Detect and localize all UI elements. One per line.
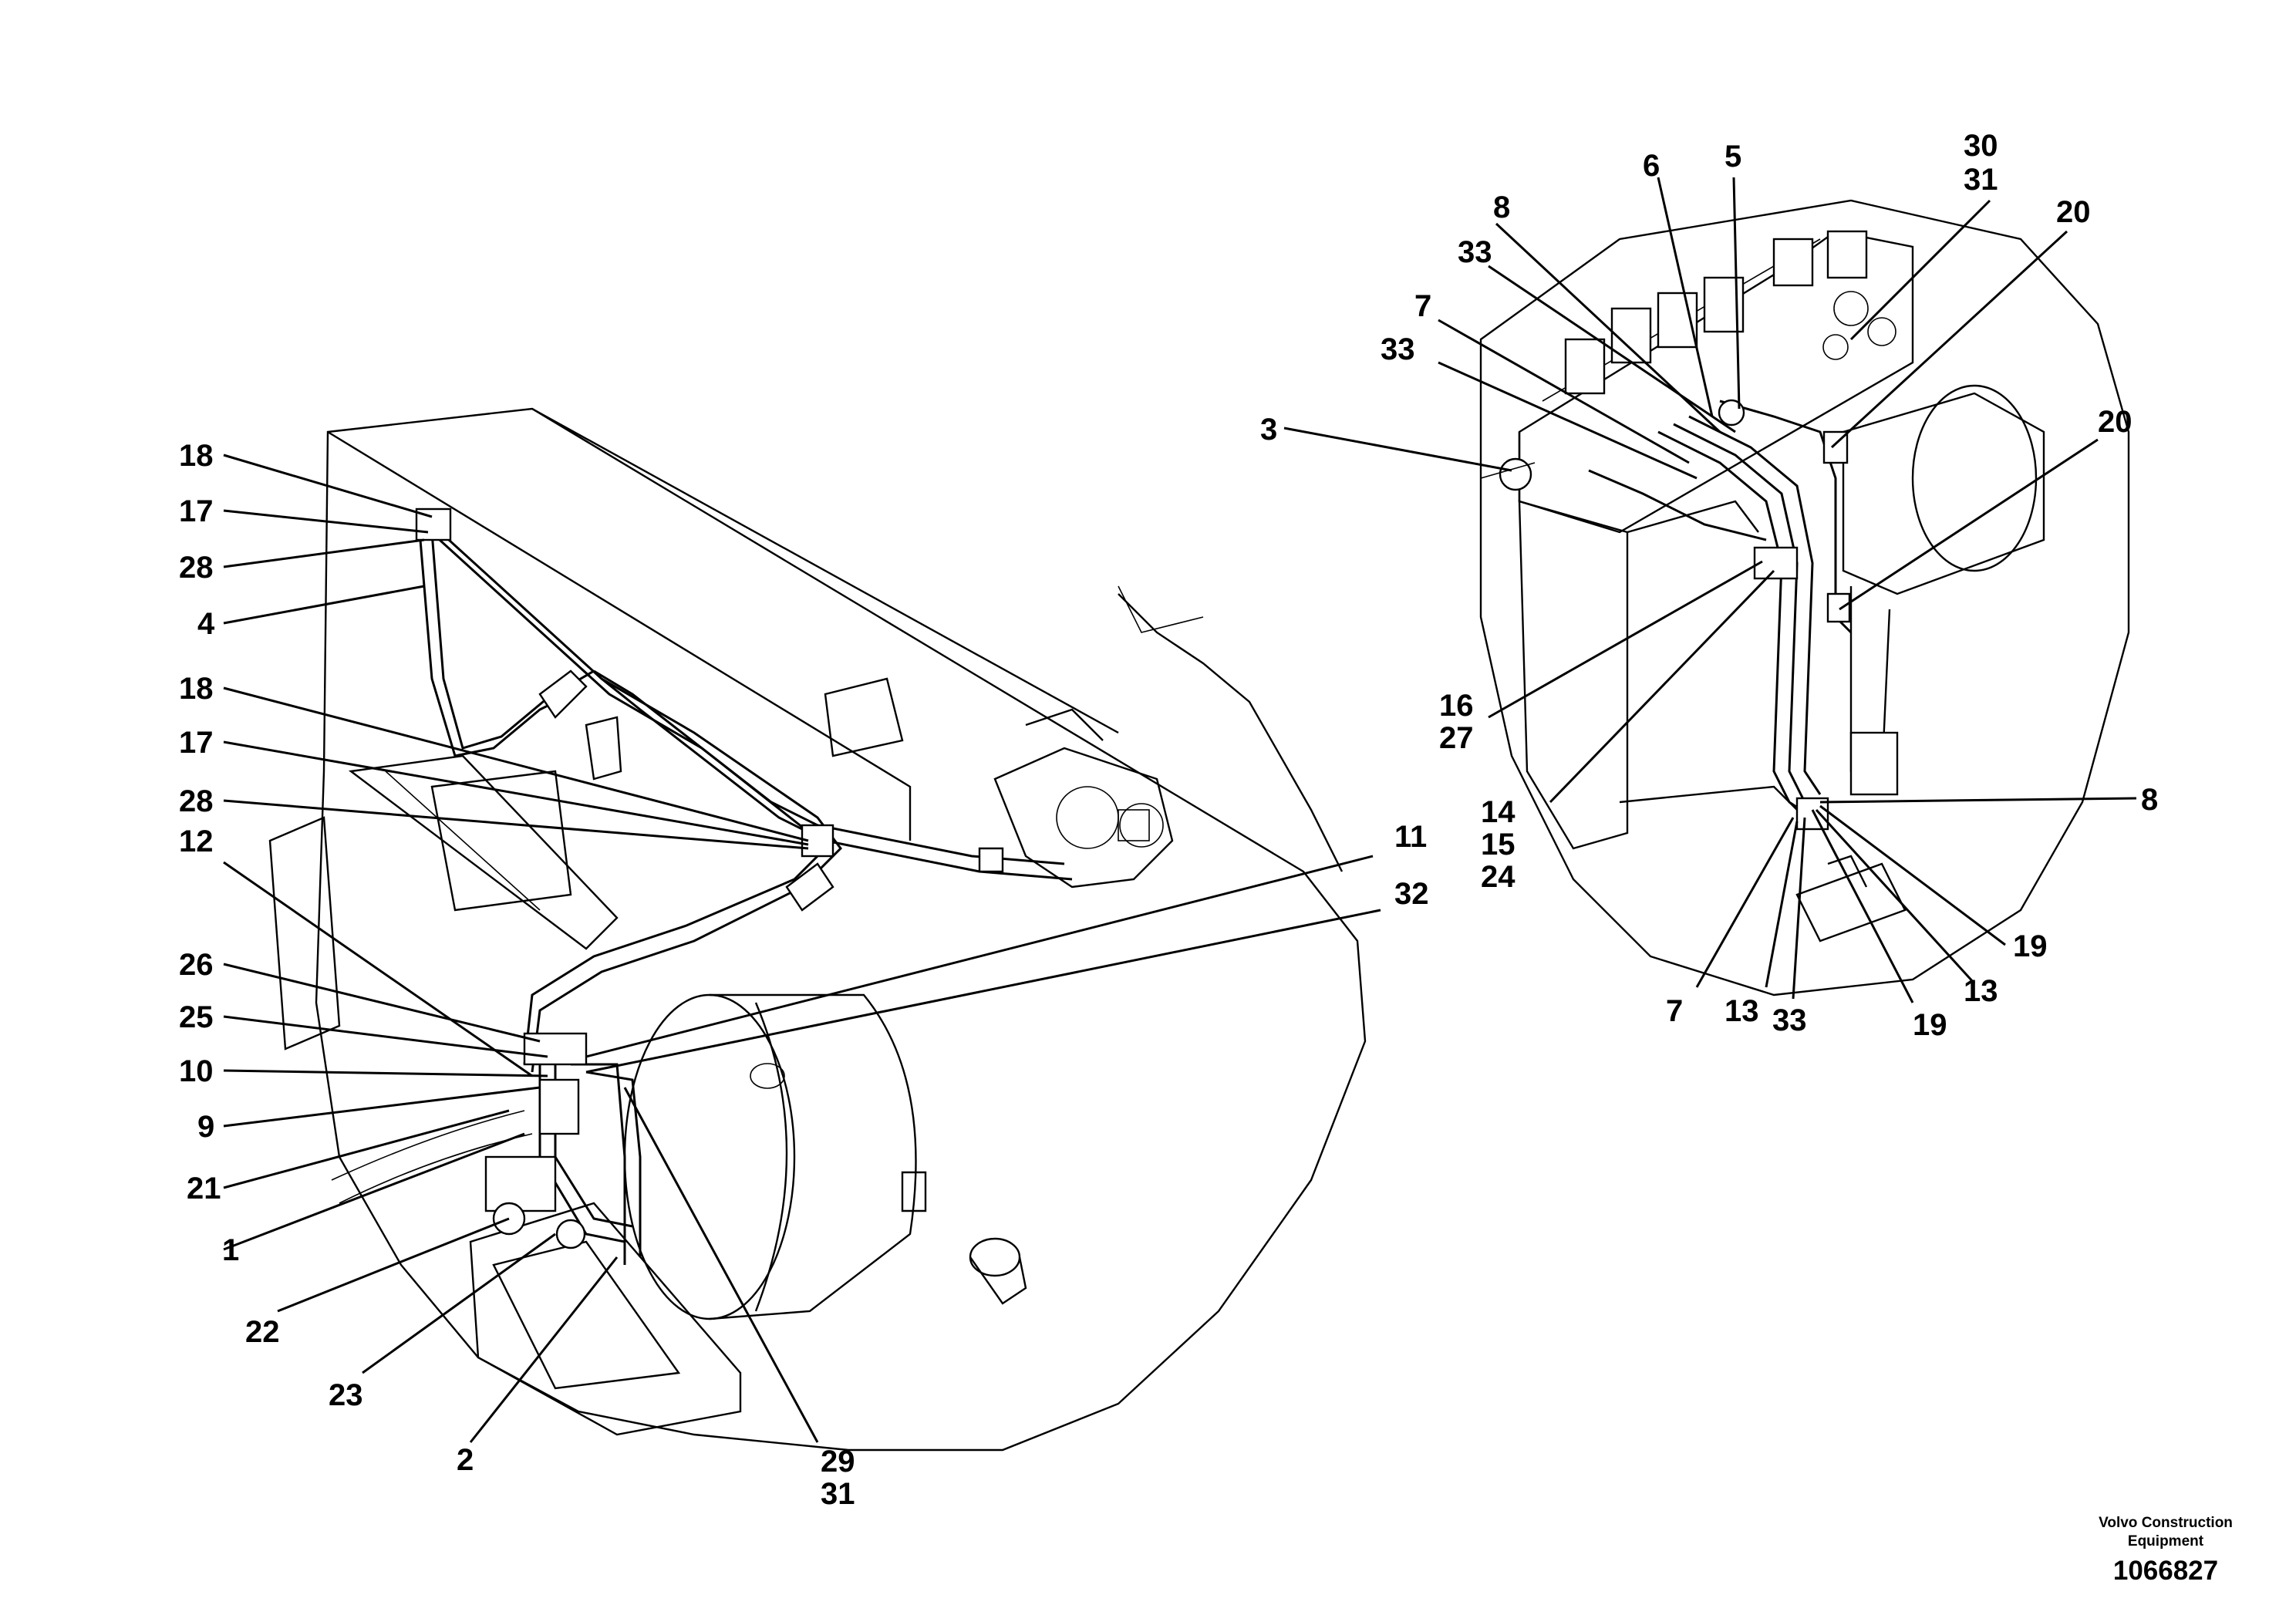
callout-label: 15 — [1481, 828, 1515, 862]
callout-label: 13 — [1725, 994, 1759, 1028]
callout-label: 29 — [821, 1445, 855, 1479]
callout-label: 20 — [2056, 195, 2091, 229]
callout-label: 4 — [197, 607, 215, 641]
callout-label: 12 — [179, 824, 214, 858]
brand-subtitle: Equipment — [2128, 1533, 2204, 1549]
callout-label: 2 — [457, 1443, 474, 1477]
callout-label: 3 — [1260, 413, 1277, 447]
callout-label: 17 — [179, 494, 214, 528]
drawing-number: 1066827 — [2113, 1556, 2218, 1586]
callout-label: 8 — [1493, 191, 1510, 224]
callout-label: 31 — [821, 1477, 855, 1511]
callout-label: 7 — [1414, 289, 1431, 323]
callout-label: 5 — [1725, 140, 1741, 174]
callout-label: 30 — [1964, 129, 1998, 163]
callout-label: 27 — [1439, 721, 1474, 755]
callout-label: 11 — [1394, 820, 1427, 854]
callout-label: 24 — [1481, 860, 1515, 894]
callout-label: 7 — [1666, 994, 1683, 1028]
callout-label: 13 — [1964, 974, 1998, 1008]
callout-label: 26 — [179, 948, 214, 982]
callout-label: 33 — [1381, 332, 1415, 366]
left-assembly-drawing — [268, 407, 1367, 1452]
callout-label: 31 — [1964, 163, 1998, 197]
callout-label: 22 — [245, 1315, 280, 1349]
title-block: Volvo Construction Equipment 1066827 — [2099, 1515, 2233, 1586]
callout-label: 20 — [2098, 405, 2132, 439]
callout-label: 17 — [179, 726, 214, 760]
left-callouts: 18 17 28 4 18 17 28 12 26 25 10 9 21 1 2… — [179, 439, 1429, 1511]
right-assembly-drawing — [1479, 199, 2130, 996]
leader-lines — [223, 177, 2137, 1443]
callout-label: 16 — [1439, 689, 1474, 723]
brand-name: Volvo Construction — [2099, 1515, 2233, 1531]
callout-label: 10 — [179, 1054, 214, 1088]
callout-label: 25 — [179, 1000, 214, 1034]
callout-label: 32 — [1394, 877, 1429, 911]
callout-label: 18 — [179, 672, 214, 706]
callout-label: 28 — [179, 784, 214, 818]
callout-label: 8 — [2141, 783, 2158, 817]
callout-label: 33 — [1772, 1003, 1807, 1037]
callout-label: 19 — [1913, 1008, 1947, 1042]
callout-label: 33 — [1458, 235, 1492, 269]
right-callouts: 6 5 30 31 8 20 33 7 33 3 20 16 27 14 15 … — [1260, 129, 2158, 1042]
callout-label: 9 — [197, 1110, 214, 1144]
callout-label: 23 — [329, 1378, 363, 1412]
callout-label: 18 — [179, 439, 214, 473]
callout-label: 19 — [2013, 929, 2048, 963]
callout-label: 14 — [1481, 795, 1515, 829]
callout-label: 6 — [1643, 149, 1660, 183]
callout-label: 1 — [222, 1233, 239, 1267]
callout-label: 21 — [187, 1172, 221, 1206]
callout-label: 28 — [179, 551, 214, 585]
